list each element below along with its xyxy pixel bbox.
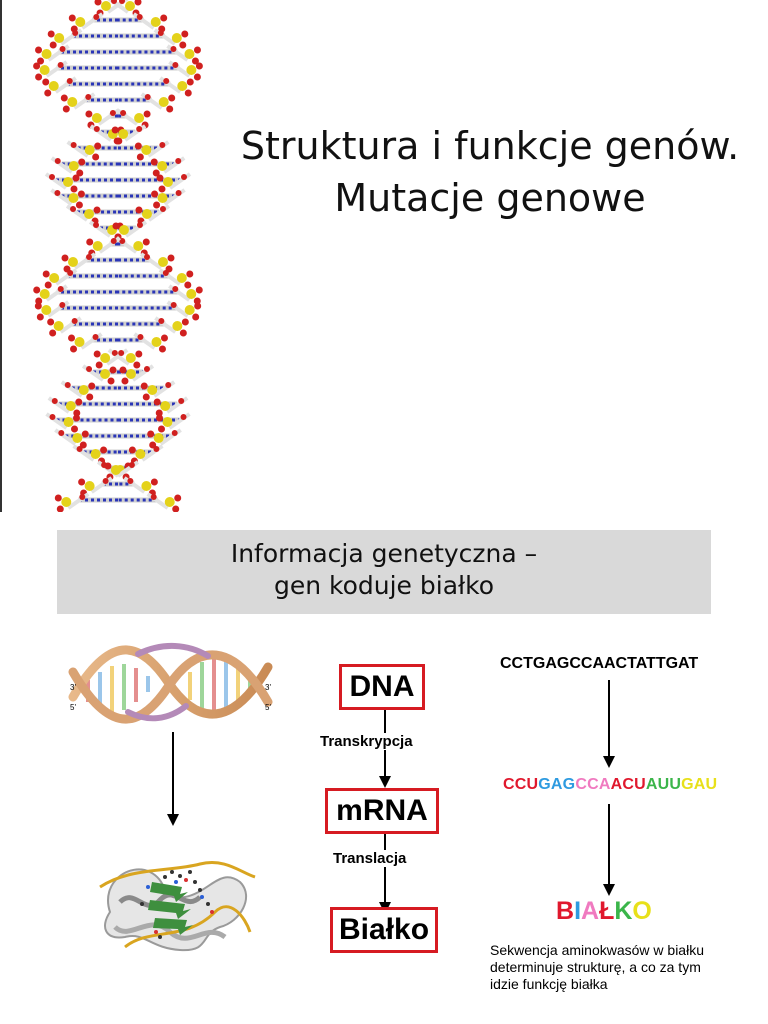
slide-title-text: Struktura i funkcje genów. Mutacje genow…: [220, 120, 760, 224]
rna-codon: CCU: [503, 776, 539, 793]
protein-letter: A: [581, 897, 600, 925]
arrow-rna-to-protein: [603, 804, 615, 896]
note-line-2: determinuje strukturę, a co za tym: [490, 959, 701, 975]
helix-label-5prime-right: 5': [265, 703, 271, 712]
dna-helix-illustration: 3' 5' 3' 5': [68, 642, 273, 724]
mrna-box: mRNA: [325, 788, 439, 834]
rna-codon: CCA: [575, 776, 611, 793]
protein-letter: B: [556, 897, 575, 925]
protein-letter: O: [632, 897, 652, 925]
rna-codon: AUU: [645, 776, 682, 793]
title-line-1: Struktura i funkcje genów.: [240, 124, 740, 168]
dna-molecular-model-image: [33, 0, 203, 512]
slide-title: Struktura i funkcje genów. Mutacje genow…: [0, 0, 760, 512]
helix-label-3prime-right: 3': [265, 683, 271, 692]
protein-structure-illustration: [99, 861, 256, 952]
arrow-dna-to-mrna: [379, 710, 391, 788]
slide-border: [0, 0, 2, 512]
protein-letter: I: [574, 897, 582, 925]
mrna-box-label: mRNA: [336, 794, 428, 827]
protein-box: Białko: [330, 907, 438, 953]
rna-codon: GAU: [681, 776, 718, 793]
title-line-2: Mutacje genowe: [334, 176, 646, 220]
rna-codon: GAG: [538, 776, 576, 793]
dna-box: DNA: [339, 664, 425, 710]
note-line-3: idzie funkcję białka: [490, 976, 608, 992]
protein-letter: Ł: [599, 897, 615, 925]
arrow-dna-to-protein: [167, 732, 179, 826]
rna-codon: ACU: [610, 776, 646, 793]
rna-sequence: CCUGAGCCAACUAUUGAU: [503, 776, 717, 794]
slide-heading-banner: Informacja genetyczna – gen koduje białk…: [57, 530, 711, 614]
sequence-note: Sekwencja aminokwasów w białku determinu…: [490, 942, 704, 993]
protein-word: BIAŁKO: [556, 897, 652, 926]
dna-box-label: DNA: [349, 670, 415, 703]
helix-label-3prime-left: 3': [70, 683, 76, 692]
slide-genetic-information: Informacja genetyczna – gen koduje białk…: [0, 512, 768, 1024]
heading-line-2: gen koduje białko: [273, 571, 495, 600]
arrow-dna-seq-to-rna: [603, 680, 615, 768]
note-line-1: Sekwencja aminokwasów w białku: [490, 942, 704, 958]
helix-label-5prime-left: 5': [70, 703, 76, 712]
heading-line-1: Informacja genetyczna –: [230, 539, 538, 568]
protein-box-label: Białko: [338, 913, 430, 946]
dna-sequence: CCTGAGCCAACTATTGAT: [500, 655, 699, 672]
arrow-mrna-to-protein: [379, 834, 391, 914]
translation-label: Translacja: [331, 850, 409, 867]
protein-letter: K: [614, 897, 633, 925]
transcription-label: Transkrypcja: [318, 733, 415, 750]
